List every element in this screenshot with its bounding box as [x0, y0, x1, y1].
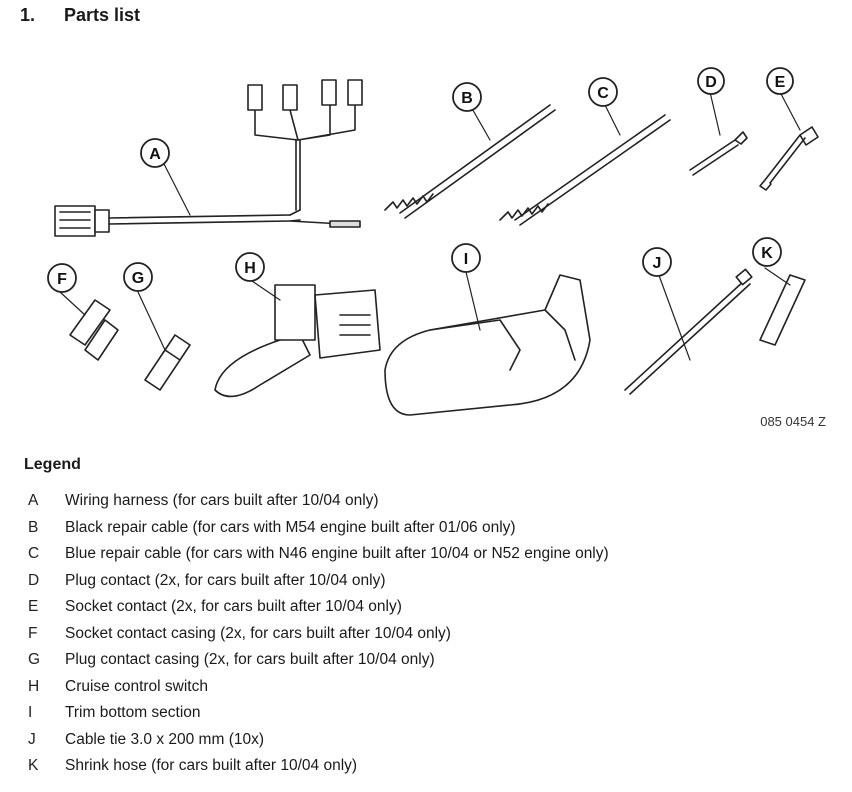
callout-e: E [775, 74, 786, 91]
section-number: 1. [20, 5, 36, 25]
socket-casing-drawing [69, 299, 119, 361]
legend-text: Trim bottom section [65, 704, 201, 721]
socket-contact-drawing [759, 126, 819, 191]
legend-item: I Trim bottom section [28, 702, 609, 729]
legend-text: Socket contact (2x, for cars built after… [65, 598, 402, 615]
callout-c: C [597, 85, 609, 102]
legend-key: H [28, 677, 40, 695]
plug-contact-drawing [689, 131, 748, 176]
black-repair-cable-drawing [384, 104, 556, 219]
legend-text: Black repair cable (for cars with M54 en… [65, 518, 516, 536]
legend-item: F Socket contact casing (2x, for cars bui… [28, 623, 609, 650]
legend-item: C Blue repair cable (for cars with N46 en… [28, 543, 609, 570]
callout-a: A [149, 146, 161, 163]
callout-k: K [761, 245, 773, 262]
callout-h: H [244, 260, 256, 277]
trim-section-drawing [384, 274, 591, 416]
legend-key: C [28, 545, 40, 562]
cruise-switch-drawing [214, 284, 381, 398]
legend-item: G Plug contact casing (2x, for cars built… [28, 649, 609, 676]
legend-title: Legend [24, 456, 81, 473]
legend-text: Wiring harness (for cars built after 10/… [65, 492, 379, 509]
legend-key: B [28, 518, 39, 536]
callout-f: F [57, 271, 67, 288]
legend-key: K [28, 757, 39, 774]
legend-key: F [28, 624, 38, 642]
figure-reference: 085 0454 Z [760, 414, 826, 429]
legend-item: H Cruise control switch [28, 676, 609, 703]
legend-item: D Plug contact (2x, for cars built after … [28, 570, 609, 597]
shrink-hose-drawing [759, 274, 806, 346]
legend-item: K Shrink hose (for cars built after 10/04… [28, 755, 609, 782]
legend-key: E [28, 598, 39, 615]
legend-text: Cable tie 3.0 x 200 mm (10x) [65, 730, 265, 748]
legend-key: A [28, 492, 39, 509]
legend-list: A Wiring harness (for cars built after 10… [28, 490, 609, 782]
legend-text: Socket contact casing (2x, for cars buil… [65, 624, 451, 642]
callout-j: J [653, 255, 662, 272]
callout-g: G [132, 270, 144, 287]
legend-text: Plug contact casing (2x, for cars built … [65, 651, 435, 668]
legend-item: J Cable tie 3.0 x 200 mm (10x) [28, 729, 609, 756]
callout-b: B [461, 90, 473, 107]
legend-item: A Wiring harness (for cars built after 10… [28, 490, 609, 517]
callout-d: D [705, 74, 717, 91]
legend-item: B Black repair cable (for cars with M54 e… [28, 517, 609, 544]
legend-text: Cruise control switch [65, 677, 208, 695]
legend-text: Shrink hose (for cars built after 10/04 … [65, 757, 358, 774]
legend-key: J [28, 730, 36, 748]
legend-key: I [28, 704, 33, 721]
callout-i: I [464, 251, 468, 268]
blue-repair-cable-drawing [499, 114, 671, 226]
section-heading: 1. Parts list [20, 5, 140, 26]
legend-item: E Socket contact (2x, for cars built afte… [28, 596, 609, 623]
wiring-harness-drawing [54, 79, 363, 237]
legend-text: Blue repair cable (for cars with N46 eng… [65, 545, 609, 562]
section-title: Parts list [64, 5, 141, 25]
parts-illustration: A B C D E F G H I J K [0, 40, 852, 440]
cable-tie-drawing [624, 268, 753, 395]
legend-key: D [28, 571, 40, 589]
plug-casing-drawing [144, 334, 191, 391]
legend-key: G [28, 651, 41, 668]
legend-text: Plug contact (2x, for cars built after 1… [65, 571, 386, 589]
